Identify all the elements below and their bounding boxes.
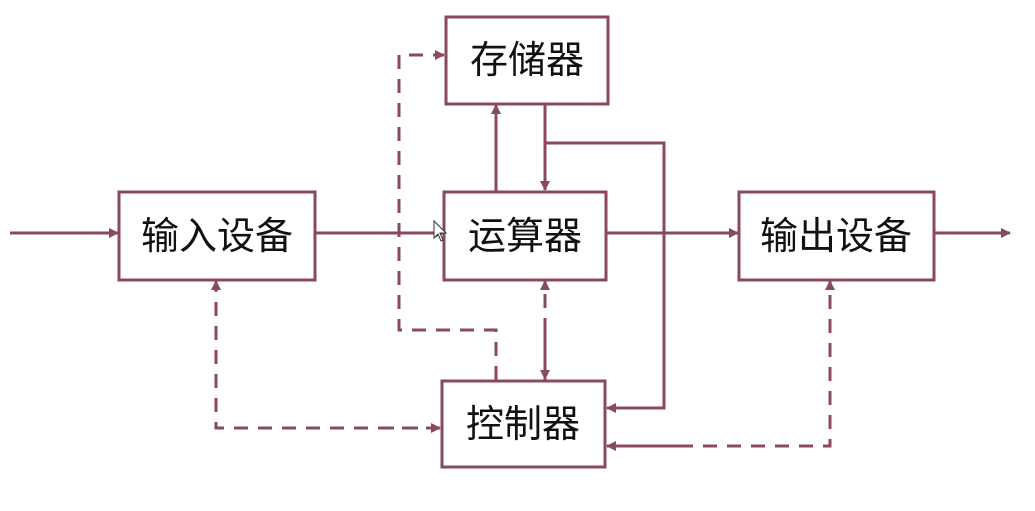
mouse-cursor-icon <box>433 219 448 242</box>
memory-box: 存储器 <box>444 15 610 106</box>
alu-label: 运算器 <box>468 214 582 258</box>
output-device-box: 输出设备 <box>737 190 936 282</box>
alu-box: 运算器 <box>442 190 608 282</box>
arrow-memory-to-control <box>545 141 666 413</box>
input-device-box: 输入设备 <box>117 190 317 282</box>
input-device-label: 输入设备 <box>141 214 293 258</box>
dashed-control-memory <box>397 50 498 380</box>
controller-label: 控制器 <box>466 402 580 446</box>
output-device-label: 输出设备 <box>760 214 912 258</box>
dashed-control-output <box>607 280 835 448</box>
memory-label: 存储器 <box>470 38 584 82</box>
data-flow-lines <box>10 104 1011 413</box>
control-lines <box>211 50 835 451</box>
dashed-control-input <box>211 280 440 430</box>
controller-box: 控制器 <box>440 379 607 469</box>
